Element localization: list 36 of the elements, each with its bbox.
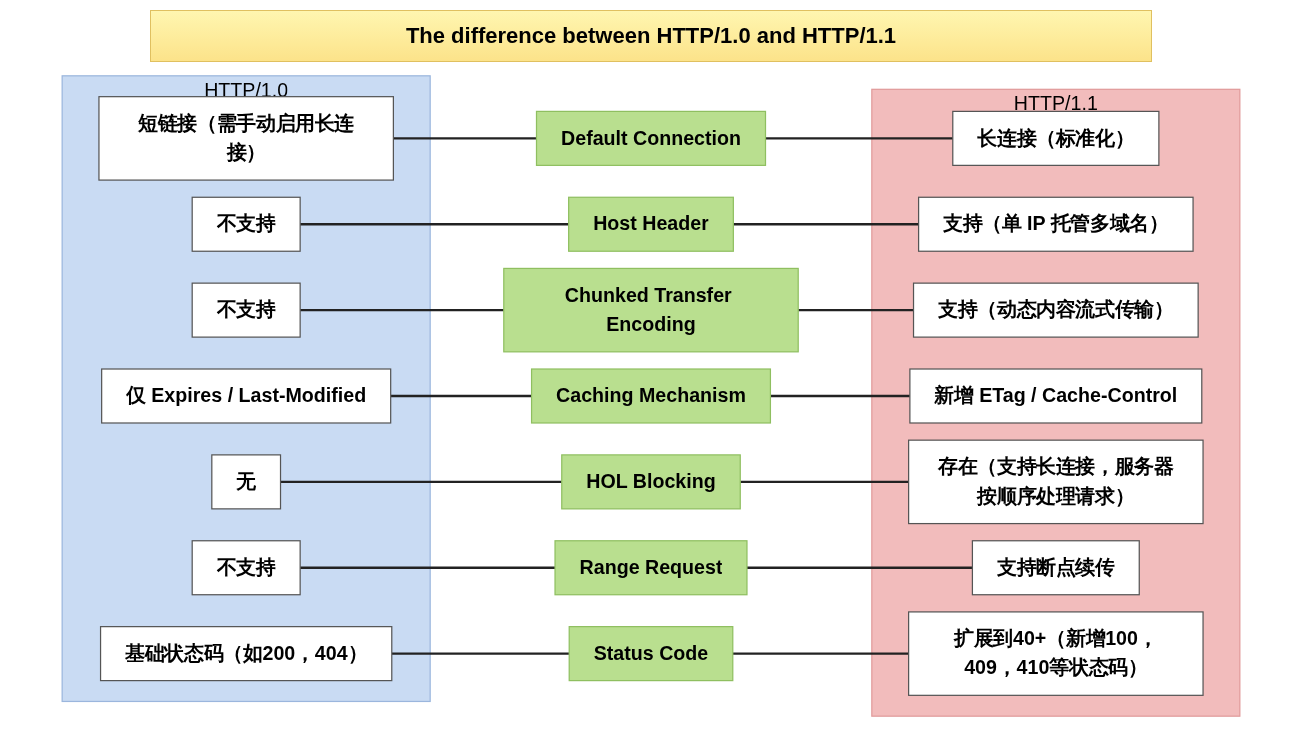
node-box: 不支持: [191, 196, 301, 252]
node-box: 不支持: [191, 540, 301, 596]
node-box: 新增 ETag / Cache-Control: [909, 368, 1203, 424]
node-box: Range Request: [554, 540, 748, 596]
connector: [300, 223, 569, 226]
title-banner: The difference between HTTP/1.0 and HTTP/1.1: [150, 10, 1152, 62]
node-box: 支持断点续传: [971, 540, 1140, 596]
connector: [770, 394, 910, 398]
node-box: 仅 Expires / Last-Modified: [101, 368, 392, 424]
connector: [733, 223, 919, 226]
node-box: 不支持: [191, 282, 301, 338]
node-box: 短链接（需手动启用长连接）: [98, 96, 394, 181]
connector: [300, 566, 556, 569]
node-box: 无: [211, 454, 282, 510]
connector: [300, 308, 504, 312]
connector: [740, 480, 909, 484]
node-box: Host Header: [568, 196, 734, 252]
node-box: 存在（支持长连接，服务器按顺序处理请求）: [908, 439, 1204, 525]
connector: [391, 652, 570, 655]
node-box: 基础状态码（如200，404）: [99, 626, 393, 682]
connector: [393, 137, 537, 140]
connector: [390, 394, 532, 398]
connector: [280, 480, 562, 484]
node-box: 支持（动态内容流式传输）: [912, 282, 1199, 338]
node-box: Caching Mechanism: [530, 368, 772, 424]
connector: [765, 137, 953, 140]
node-box: 长连接（标准化）: [952, 110, 1160, 166]
node-box: 支持（单 IP 托管多域名）: [918, 196, 1194, 252]
connector: [798, 308, 914, 312]
node-box: 扩展到40+（新增100，409，410等状态码）: [908, 611, 1204, 696]
node-box: Status Code: [568, 626, 734, 682]
connector: [732, 652, 909, 655]
connector: [746, 566, 973, 569]
node-box: HOL Blocking: [561, 454, 741, 510]
node-box: Chunked Transfer Encoding: [503, 267, 799, 353]
node-box: Default Connection: [535, 110, 767, 166]
